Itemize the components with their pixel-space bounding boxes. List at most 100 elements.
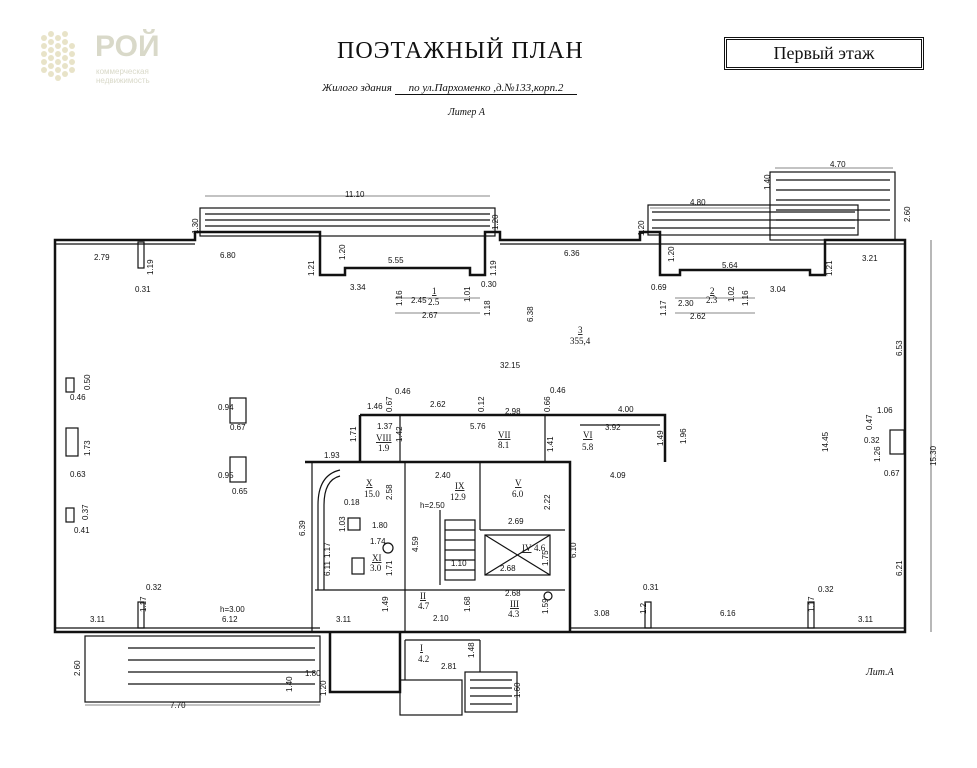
stairs-top-right: [769, 171, 896, 241]
dim-label: 0.67: [230, 423, 246, 432]
dim-label: 5.76: [470, 422, 486, 431]
room-area: 3.0: [370, 563, 382, 573]
dim-label: 4.00: [618, 405, 634, 414]
dim-label: 2.60: [903, 206, 912, 222]
dim-label: 3.08: [594, 609, 610, 618]
dim-label: 1.2: [639, 602, 648, 614]
litera-label: Литер А: [448, 107, 486, 118]
dim-label: 0.50: [83, 374, 92, 390]
dim-label: 1.74: [370, 537, 386, 546]
dim-label: 1.20: [667, 246, 676, 262]
room-area: 1.9: [378, 443, 390, 453]
dim-label: 1.60: [513, 682, 522, 698]
dim-label: 1.17: [807, 596, 816, 612]
dim-label: 0.32: [146, 583, 162, 592]
ramp-top-left: [199, 207, 496, 237]
dim-label: 0.65: [232, 487, 248, 496]
dim-label: 3.21: [862, 254, 878, 263]
room-number: VIII: [376, 433, 392, 443]
stairs-bottom: [464, 671, 518, 713]
building-line: Жилого здания по ул.Пархоменко ,д.№133,к…: [322, 82, 578, 95]
dim-label: 0.95: [218, 471, 234, 480]
dim-label: 2.40: [435, 471, 451, 480]
dim-label: 0.69: [651, 283, 667, 292]
dim-label: 1.06: [877, 406, 893, 415]
dim-label: 1.30: [191, 218, 200, 234]
column: [229, 397, 247, 424]
dim-label: 6.38: [526, 306, 535, 322]
dim-label: 1.96: [679, 428, 688, 444]
dim-label: 1.48: [467, 642, 476, 658]
dim-label: 11.10: [345, 190, 365, 199]
dim-label: 5.64: [722, 261, 738, 270]
toilet-bowl-icon: [382, 542, 394, 554]
dim-label: 6.53: [895, 340, 904, 356]
dim-label: 3.34: [350, 283, 366, 292]
dim-label: 3.04: [770, 285, 786, 294]
dim-label: 1.42: [395, 426, 404, 442]
dim-label: 6.16: [720, 609, 736, 618]
ramp-bottom-left: [84, 635, 321, 703]
dim-label: 15.30: [929, 445, 938, 466]
dim-label: 2.98: [505, 407, 521, 416]
dim-label: 6.10: [569, 542, 578, 558]
dim-label: 0.94: [218, 403, 234, 412]
dim-label: 2.10: [433, 614, 449, 623]
elevator-shaft: [484, 534, 551, 576]
dim-label: 1.20: [338, 244, 347, 260]
dim-label: 1.26: [873, 446, 882, 462]
dim-label: 0.47: [865, 414, 874, 430]
dim-label: 4.70: [830, 160, 846, 169]
room-number: IX: [455, 481, 465, 491]
dim-label: 1.03: [338, 516, 347, 532]
dim-label: 2.69: [508, 517, 524, 526]
dim-label: 6.36: [564, 249, 580, 258]
dim-label: 1.17: [323, 542, 332, 558]
floor-label: Первый этаж: [724, 37, 924, 70]
dim-label: 1.73: [83, 440, 92, 456]
dim-label: 1.16: [741, 290, 750, 306]
logo-name: РОЙ: [95, 30, 160, 63]
room-number: VII: [498, 430, 511, 440]
room-area: 2.5: [428, 297, 440, 307]
dim-label: 0.46: [550, 386, 566, 395]
dim-label: 1.80: [305, 669, 321, 678]
dim-label: 0.41: [74, 526, 90, 535]
corridor-wall: [360, 413, 667, 462]
dim-label: 0.31: [135, 285, 151, 294]
dim-label: 2.62: [430, 400, 446, 409]
dim-label: 2.58: [385, 484, 394, 500]
dim-label: 3.92: [605, 423, 621, 432]
dim-label: 1.49: [381, 596, 390, 612]
room-area: 12.9: [450, 492, 466, 502]
room-area: 15.0: [364, 489, 380, 499]
dim-label: 3.11: [336, 615, 352, 624]
dim-label: 2.60: [73, 660, 82, 676]
dim-label: 1.49: [656, 430, 665, 446]
dim-label: 32.15: [500, 361, 521, 370]
room-number: VI: [583, 430, 593, 440]
dim-label: 1.41: [546, 436, 555, 452]
toilet-icon: [351, 557, 365, 575]
room-number: IV: [522, 543, 532, 553]
dim-label: 6.12: [222, 615, 238, 624]
dim-label: 6.11: [323, 560, 332, 576]
dim-label: 6.39: [298, 520, 307, 536]
dim-label: 2.30: [678, 299, 694, 308]
room-area: 4.6: [534, 543, 546, 553]
core-wall: [305, 460, 572, 632]
dim-label: 0.37: [81, 504, 90, 520]
dim-label: 1.16: [395, 290, 404, 306]
room-area: 4.3: [508, 609, 520, 619]
dim-label: 1.21: [825, 260, 834, 276]
logo-tagline-2: недвижимость: [96, 76, 150, 85]
dim-label: 1.20: [637, 220, 646, 236]
dim-label: 1.17: [659, 300, 668, 316]
dim-label: 6.21: [895, 560, 904, 576]
dim-label: 7.70: [170, 701, 186, 710]
dim-label: 1.71: [349, 426, 358, 442]
dim-label: 3.11: [858, 615, 874, 624]
room-area: 4.2: [418, 654, 429, 664]
dim-label: 4.59: [411, 536, 420, 552]
dim-label: 0.67: [385, 396, 394, 412]
